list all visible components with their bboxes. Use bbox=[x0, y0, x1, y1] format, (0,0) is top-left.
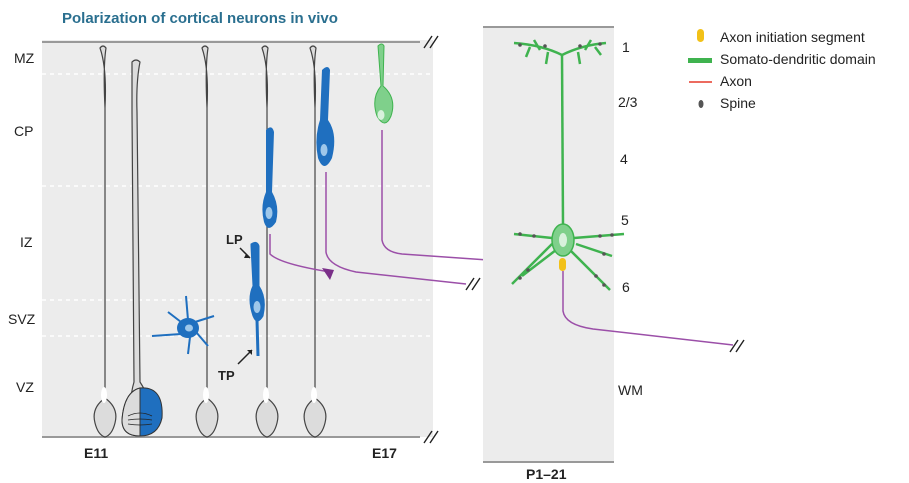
spines bbox=[518, 42, 614, 287]
stage-label-p1-21: P1–21 bbox=[526, 466, 567, 482]
legend-label-ais: Axon initiation segment bbox=[720, 29, 865, 45]
zone-label-iz: IZ bbox=[20, 234, 33, 250]
layer-label-6: 6 bbox=[622, 279, 630, 295]
legend-swatch-spine bbox=[698, 100, 704, 108]
label-leading-process: LP bbox=[226, 232, 243, 247]
axon-cp-neuron bbox=[325, 172, 467, 285]
migrating-neuron-iz bbox=[262, 127, 278, 228]
zone-boundaries bbox=[42, 73, 433, 337]
zone-label-vz: VZ bbox=[16, 379, 34, 395]
axon-iz-neuron bbox=[269, 234, 331, 273]
axon-green-e17 bbox=[381, 130, 489, 261]
break-mark-axon-3 bbox=[729, 339, 745, 353]
layer-label-5: 5 bbox=[621, 212, 629, 228]
legend: Axon initiation segment Somato-dendritic… bbox=[688, 29, 876, 111]
legend-swatch-ais bbox=[697, 29, 704, 42]
layer-label-1: 1 bbox=[622, 39, 630, 55]
arrowhead-lp bbox=[244, 254, 250, 258]
figure-title: Polarization of cortical neurons in vivo bbox=[62, 10, 338, 27]
layer-label-wm: WM bbox=[618, 382, 643, 398]
bipolar-migrating-neuron bbox=[249, 241, 265, 357]
zone-label-svz: SVZ bbox=[8, 311, 36, 327]
axon-initial-segment bbox=[559, 258, 566, 271]
break-mark-bottom bbox=[423, 430, 439, 444]
arrowhead-tp bbox=[247, 350, 252, 355]
green-neuron-e17 bbox=[374, 43, 394, 124]
legend-label-spine: Spine bbox=[720, 95, 756, 111]
break-mark-top bbox=[423, 35, 439, 49]
developing-cortex-panel bbox=[42, 40, 433, 437]
migrating-neuron-cp bbox=[316, 67, 335, 166]
break-mark-axon-1 bbox=[465, 277, 481, 291]
layer-label-4: 4 bbox=[620, 151, 628, 167]
legend-label-somato-dendritic: Somato-dendritic domain bbox=[720, 51, 876, 67]
pyramidal-nucleus bbox=[559, 233, 567, 247]
mature-cortex-panel bbox=[483, 26, 614, 462]
zone-label-mz: MZ bbox=[14, 50, 35, 66]
dividing-progenitor-cell bbox=[121, 387, 163, 437]
legend-label-axon: Axon bbox=[720, 73, 752, 89]
glia-nuclei bbox=[101, 387, 317, 403]
multipolar-nucleus bbox=[185, 324, 193, 332]
legend-swatch-somato-dendritic bbox=[688, 58, 712, 63]
growth-cone bbox=[322, 268, 334, 280]
label-trailing-process: TP bbox=[218, 368, 235, 383]
mature-axon bbox=[562, 271, 734, 346]
layer-label-2-3: 2/3 bbox=[618, 94, 638, 110]
zone-label-cp: CP bbox=[14, 123, 33, 139]
stage-label-e17: E17 bbox=[372, 445, 397, 461]
stage-label-e11: E11 bbox=[84, 445, 108, 461]
